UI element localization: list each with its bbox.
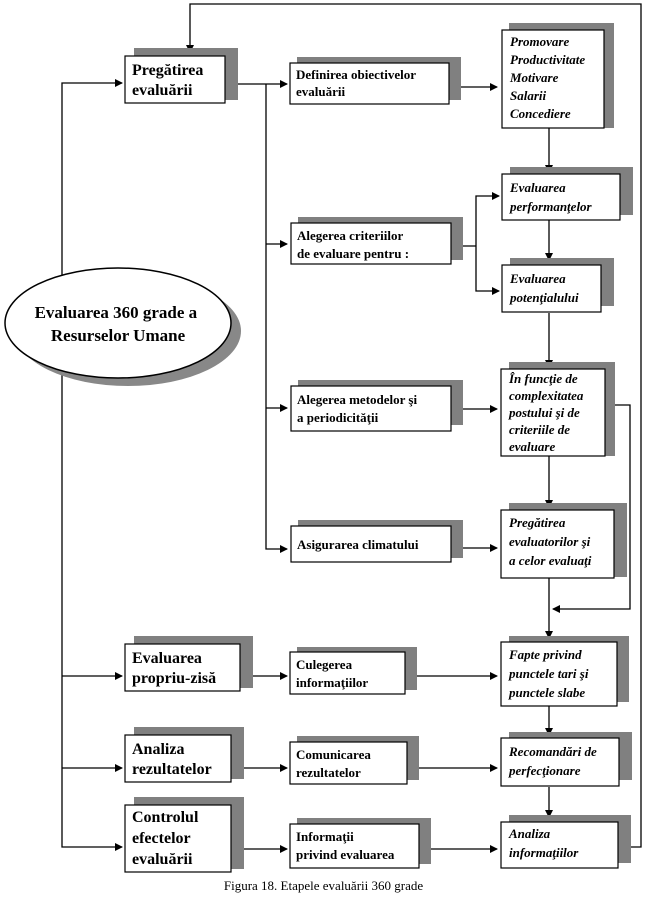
criterii-to-performante (475, 192, 500, 246)
box-culegerea: Culegerea informaţiilor (289, 647, 417, 695)
branch-to-asigurarea (265, 84, 288, 553)
box-comunicarea: Comunicarea rezultatelor (289, 736, 419, 785)
svg-text:Evaluarea potenţialului: Evaluarea potenţialului (509, 271, 579, 305)
box-alegerea-criteriilor: Alegerea criteriilor de evaluare pentru … (290, 217, 463, 265)
svg-text:Promovare Productivitate: Promovare Productivitate Motivare Salari… (509, 34, 588, 121)
figure-caption: Figura 18. Etapele evaluării 360 grade (223, 878, 424, 893)
svg-text:Asigurarea climatului: Asigurarea climatului (297, 537, 419, 552)
svg-text:Informaţii privind evalu: Informaţii privind evaluarea (296, 829, 395, 862)
svg-text:Recomandări de perfecţio: Recomandări de perfecţionare (508, 744, 600, 778)
svg-text:Definirea obiectivelor e: Definirea obiectivelor evaluării (296, 67, 419, 99)
in-functie-bypass-line (552, 404, 631, 613)
box-asigurarea: Asigurarea climatului (290, 520, 463, 563)
trunk-bottom-line (61, 373, 123, 851)
svg-text:Evaluarea performanţelor: Evaluarea performanţelor (509, 180, 593, 214)
svg-text:Pregătirea evaluării: Pregătirea evaluării (132, 62, 207, 99)
box-definirea: Definirea obiectivelor evaluării (289, 57, 461, 105)
feedback-loop-line (186, 3, 642, 848)
box-pregatirea: Pregătirea evaluării (124, 48, 238, 104)
box-alegerea-metodelor: Alegerea metodelor şi a periodicităţii (290, 380, 463, 432)
svg-text:Evaluarea propriu-zisă: Evaluarea propriu-zisă (132, 650, 216, 687)
svg-text:Culegerea informaţiilor: Culegerea informaţiilor (296, 657, 368, 690)
central-node: Evaluarea 360 grade a Resurselor Umane (4, 267, 241, 386)
box-analiza-rezultatelor: Analiza rezultatelor (124, 727, 244, 783)
svg-text:Comunicarea rezultatelor: Comunicarea rezultatelor (296, 747, 374, 780)
box-informatii: Informaţii privind evaluarea (289, 818, 431, 869)
box-recomandari: Recomandări de perfecţionare (500, 732, 632, 787)
svg-text:Analiza rezultatelor: Analiza rezultatelor (132, 741, 212, 778)
box-analiza-informatiilor: Analiza informaţiilor (500, 815, 631, 869)
box-propriu-zisa: Evaluarea propriu-zisă (124, 636, 253, 692)
svg-text:Analiza informaţiilor: Analiza informaţiilor (508, 826, 579, 860)
box-evaluarea-potentialului: Evaluarea potenţialului (501, 258, 614, 313)
box-in-functie: În funcţie de complexitatea postului şi … (500, 362, 615, 457)
svg-text:Evaluarea 360 grade a Re: Evaluarea 360 grade a Resurselor Umane (35, 303, 202, 345)
central-line-1: Evaluarea 360 grade a (35, 303, 198, 322)
svg-text:Pregătirea evaluatorilor: Pregătirea evaluatorilor şi a celor eval… (509, 515, 594, 568)
box-controlul: Controlul efectelor evaluării (124, 797, 244, 873)
box-evaluarea-performantelor: Evaluarea performanţelor (501, 167, 633, 221)
trunk-top-line (61, 79, 123, 275)
svg-text:Alegerea criteriilor de: Alegerea criteriilor de evaluare pentru … (297, 228, 409, 261)
flow-diagram: Evaluarea 360 grade a Resurselor Umane P… (4, 3, 642, 873)
box-obiective-list: Promovare Productivitate Motivare Salari… (501, 23, 614, 129)
central-line-2: Resurselor Umane (51, 326, 186, 345)
svg-text:Fapte privind punctele t: Fapte privind punctele tari şi punctele … (508, 647, 592, 700)
criterii-to-potential (475, 246, 500, 295)
svg-text:Controlul efectelor: Controlul efectelor evaluării (132, 809, 202, 868)
box-pregatirea-evaluatorilor: Pregătirea evaluatorilor şi a celor eval… (500, 503, 627, 579)
box-fapte: Fapte privind punctele tari şi punctele … (500, 636, 629, 707)
svg-text:În funcţie de complexita: În funcţie de complexitatea postului şi … (508, 371, 587, 454)
svg-text:Alegerea metodelor şi a: Alegerea metodelor şi a periodicităţii (297, 392, 420, 425)
